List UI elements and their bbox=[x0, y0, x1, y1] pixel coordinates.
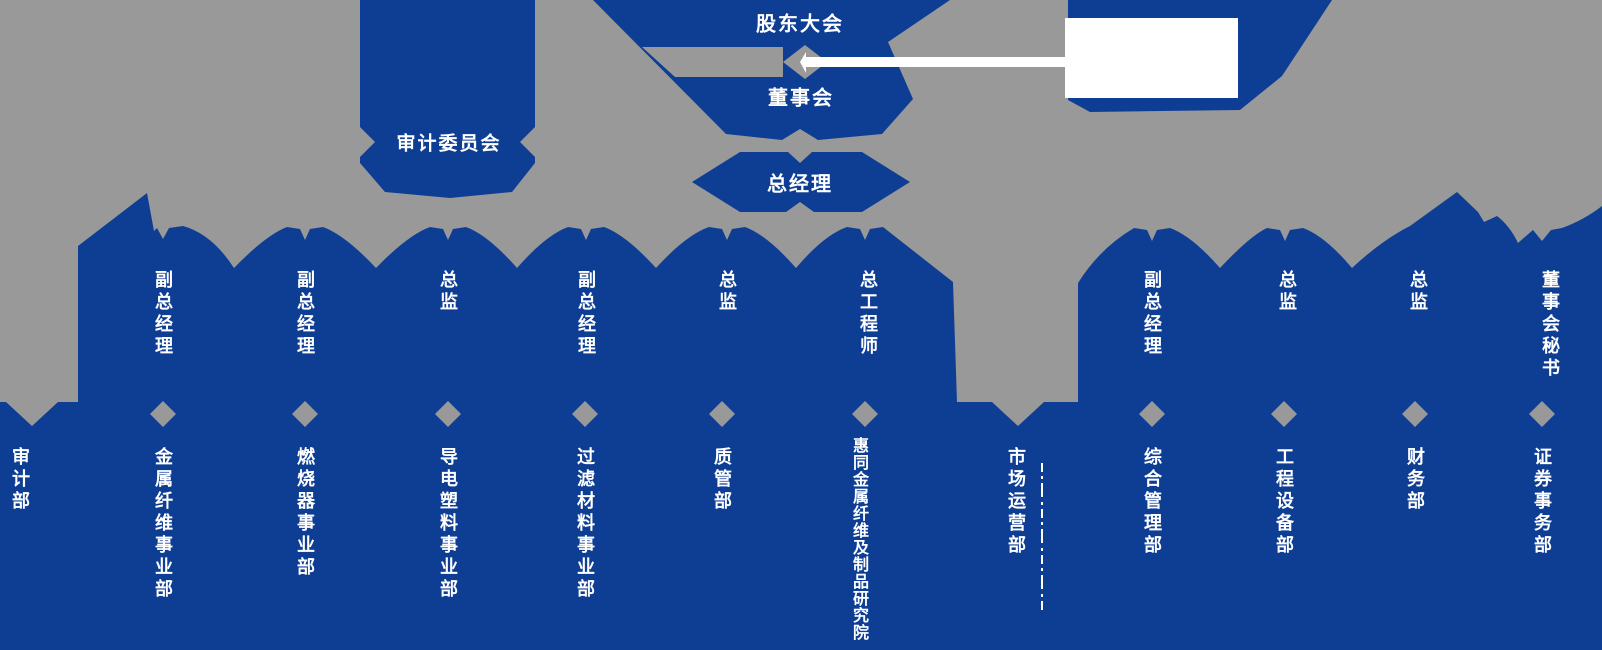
shareholders-board-gap bbox=[642, 47, 783, 77]
department-burner-division: 燃烧器事业部 bbox=[295, 447, 315, 579]
department-diamond-icons bbox=[150, 401, 1555, 427]
market-ops-arrow-notch-icon bbox=[992, 402, 1044, 426]
exec-title-deputy-gm-1: 副总经理 bbox=[153, 270, 173, 358]
exec-title-director-2: 总监 bbox=[717, 270, 737, 314]
department-engineering-equipment: 工程设备部 bbox=[1274, 447, 1294, 557]
exec-title-board-secretary: 董事会秘书 bbox=[1540, 270, 1560, 380]
department-general-administration: 综合管理部 bbox=[1142, 447, 1162, 557]
general-manager-shape bbox=[692, 152, 910, 212]
exec-title-director-3: 总监 bbox=[1277, 270, 1297, 314]
node-label-board-of-directors: 董事会 bbox=[768, 87, 834, 110]
white-arrow bbox=[800, 52, 1065, 73]
node-label-shareholders-meeting: 股东大会 bbox=[756, 13, 844, 36]
exec-title-director-4: 总监 bbox=[1408, 270, 1428, 314]
exec-title-director-1: 总监 bbox=[438, 270, 458, 314]
white-callout-box bbox=[1065, 18, 1238, 98]
departments-band-shape bbox=[0, 402, 1602, 650]
exec-title-deputy-gm-4: 副总经理 bbox=[1142, 270, 1162, 358]
department-finance: 财务部 bbox=[1405, 447, 1425, 513]
exec-title-deputy-gm-2: 副总经理 bbox=[295, 270, 315, 358]
exec-title-deputy-gm-3: 副总经理 bbox=[576, 270, 596, 358]
department-market-operations: 市场运营部 bbox=[1006, 447, 1026, 557]
node-label-general-manager: 总经理 bbox=[767, 173, 833, 196]
node-label-audit-committee: 审计委员会 bbox=[396, 133, 502, 155]
department-quality-management: 质管部 bbox=[712, 447, 732, 513]
department-metal-fiber-division: 金属纤维事业部 bbox=[153, 447, 173, 601]
audit-committee-shape bbox=[360, 0, 535, 198]
department-securities-affairs: 证券事务部 bbox=[1532, 447, 1552, 557]
department-research-institute: 惠同金属纤维及制品研究院 bbox=[850, 437, 867, 641]
department-filter-materials-division: 过滤材料事业部 bbox=[575, 447, 595, 601]
exec-title-chief-engineer: 总工程师 bbox=[858, 270, 878, 358]
department-audit: 审计部 bbox=[10, 447, 30, 513]
audit-dept-arrow-notch-icon bbox=[6, 402, 58, 426]
department-conductive-plastics-division: 导电塑料事业部 bbox=[438, 447, 458, 601]
